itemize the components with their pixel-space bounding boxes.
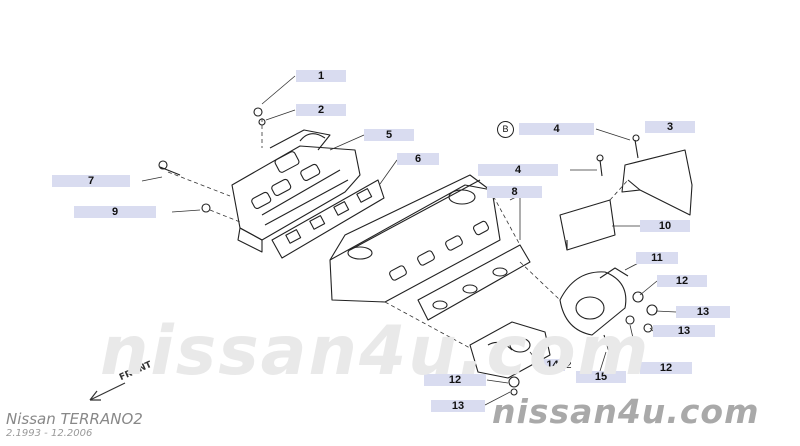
callout-4-lower: 4 xyxy=(478,164,558,176)
callout-4-upper: 4 xyxy=(519,123,594,135)
callout-12-a: 12 xyxy=(657,275,707,287)
heat-shield xyxy=(621,149,693,216)
callout-1: 1 xyxy=(296,70,346,82)
callout-11: 11 xyxy=(636,252,678,264)
guide-lines xyxy=(167,118,629,349)
marker-b: B xyxy=(497,121,514,138)
model-years: 2.1993 - 12.2006 xyxy=(6,428,93,439)
turbo-housing xyxy=(559,267,629,336)
callout-3: 3 xyxy=(645,121,695,133)
callout-13-b: 13 xyxy=(653,325,715,337)
bracket-10 xyxy=(559,199,616,251)
front-arrow-icon xyxy=(89,382,126,401)
callout-10: 10 xyxy=(640,220,690,232)
callout-13-c: 13 xyxy=(431,400,485,412)
callout-14: 14 xyxy=(540,359,565,371)
watermark-small: nissan4u.com xyxy=(492,392,760,431)
callout-9: 9 xyxy=(74,206,156,218)
callout-12-c: 12 xyxy=(424,374,486,386)
cylinder-head xyxy=(329,174,501,303)
exhaust-manifold xyxy=(469,321,551,379)
callout-15: 15 xyxy=(576,371,626,383)
intake-manifold xyxy=(231,129,361,253)
callout-7: 7 xyxy=(52,175,130,187)
exhaust-gasket xyxy=(417,244,531,321)
model-name: Nissan TERRANO2 xyxy=(6,410,143,428)
callout-6: 6 xyxy=(397,153,439,165)
callout-2: 2 xyxy=(296,104,346,116)
callout-5: 5 xyxy=(364,129,414,141)
sub-marker: 2 xyxy=(566,360,572,371)
callout-13-a: 13 xyxy=(676,306,730,318)
callout-12-b: 12 xyxy=(640,362,692,374)
watermark-large: nissan4u.com xyxy=(100,312,651,391)
callout-8: 8 xyxy=(487,186,542,198)
intake-gasket xyxy=(271,179,385,259)
